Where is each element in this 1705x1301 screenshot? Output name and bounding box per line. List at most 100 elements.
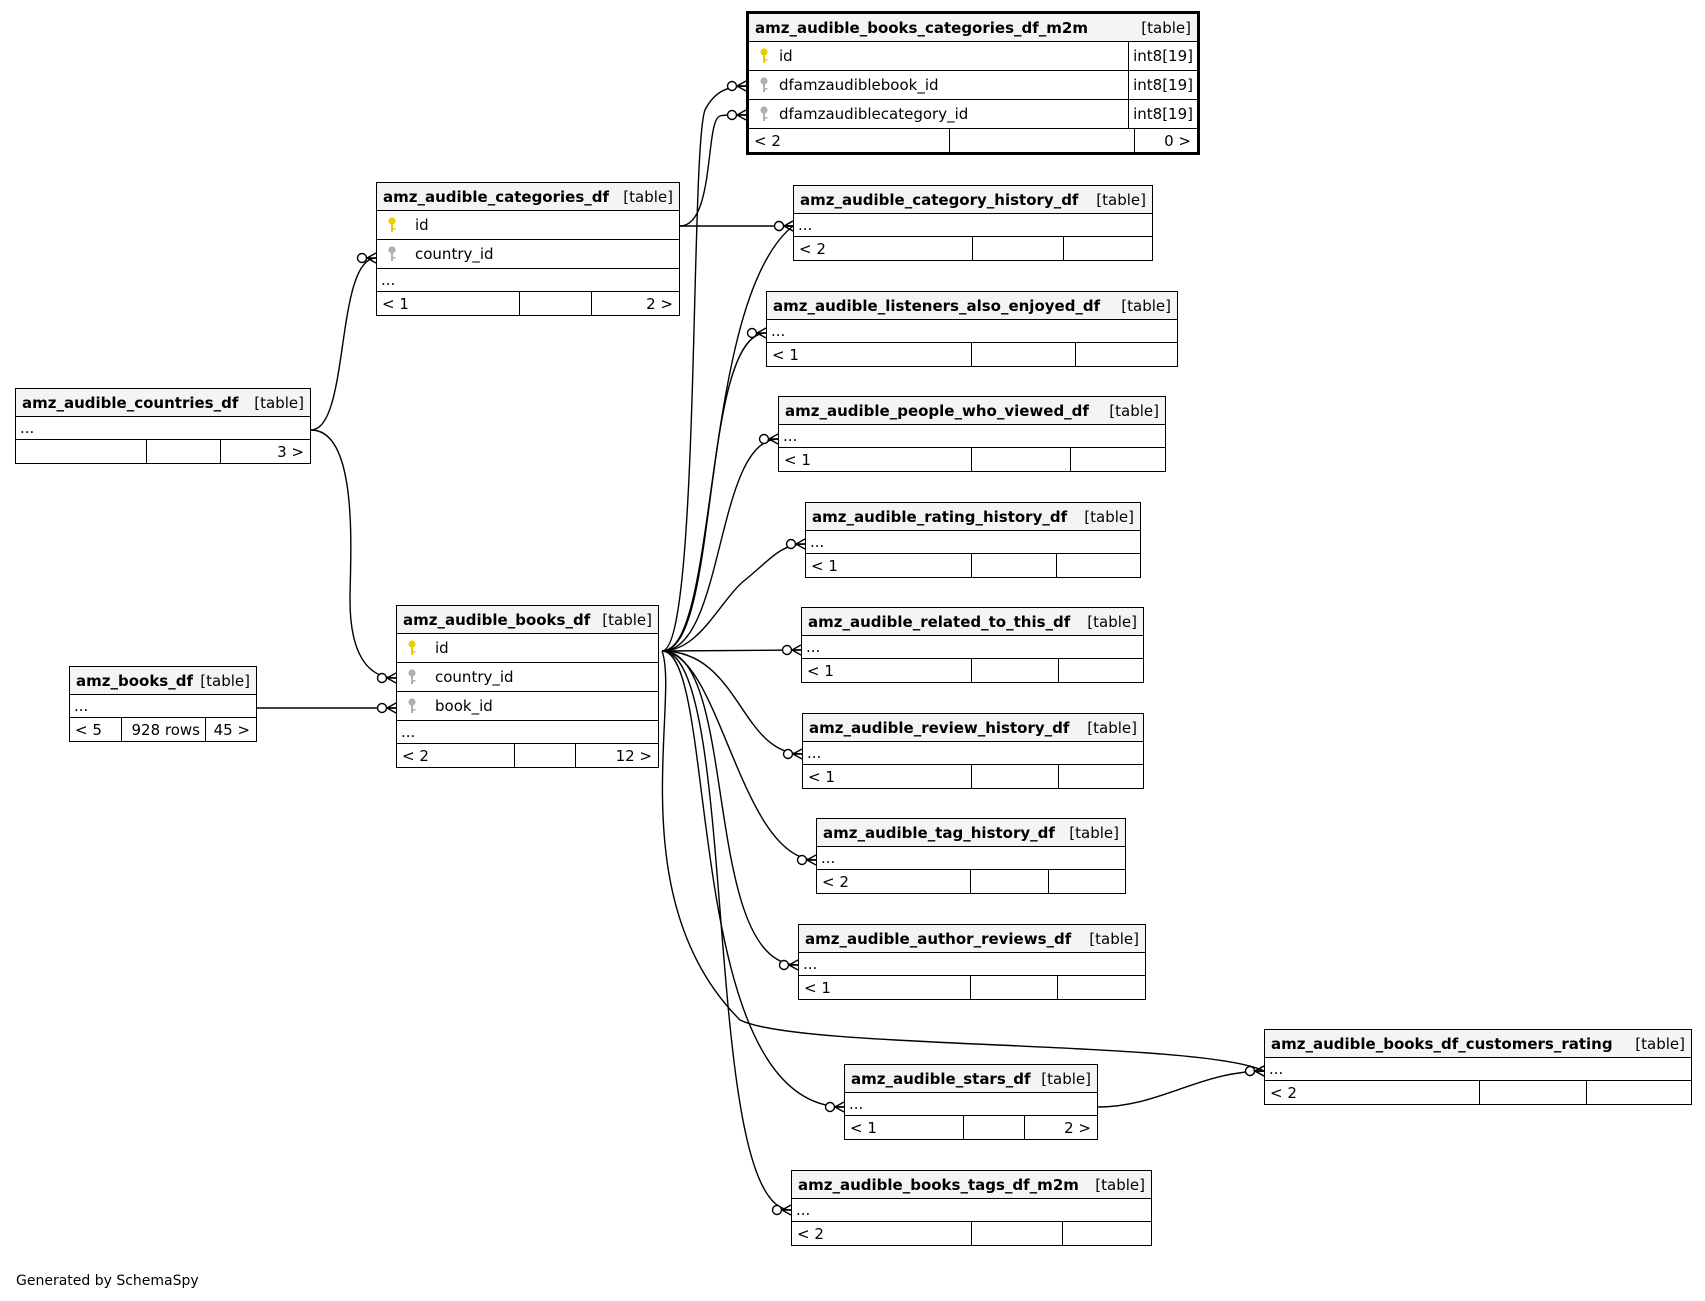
table-custrating[interactable]: amz_audible_books_df_customers_rating[ta… <box>1264 1029 1692 1105</box>
children-count[interactable] <box>1070 448 1164 471</box>
parents-count[interactable]: < 2 <box>754 131 781 150</box>
table-header: amz_audible_books_df_customers_rating[ta… <box>1265 1030 1691 1058</box>
table-tags[interactable]: amz_audible_books_tags_df_m2m[table]...<… <box>791 1170 1152 1246</box>
table-related[interactable]: amz_audible_related_to_this_df[table]...… <box>801 607 1144 683</box>
optional-marker <box>746 327 758 339</box>
children-count[interactable]: 45 > <box>205 718 255 741</box>
table-listeners[interactable]: amz_audible_listeners_also_enjoyed_df[ta… <box>766 291 1178 367</box>
children-count[interactable] <box>1057 976 1144 999</box>
parents-count[interactable]: < 1 <box>772 345 799 364</box>
foreign-key-icon <box>403 668 421 686</box>
table-name: amz_audible_related_to_this_df <box>808 612 1071 631</box>
table-header: amz_audible_countries_df[table] <box>16 389 310 417</box>
row-count[interactable] <box>146 440 220 463</box>
table-footer: < 2 <box>817 870 1125 893</box>
parents-count[interactable]: < 1 <box>382 294 409 313</box>
foreign-key-icon <box>383 245 401 263</box>
table-countries[interactable]: amz_audible_countries_df[table]...3 > <box>15 388 311 464</box>
table-rating[interactable]: amz_audible_rating_history_df[table]...<… <box>805 502 1141 578</box>
parents-count[interactable]: < 2 <box>1270 1083 1297 1102</box>
column-type: int8[19] <box>1128 71 1197 99</box>
optional-marker <box>726 109 738 121</box>
children-count[interactable] <box>1586 1081 1690 1104</box>
column-row[interactable]: book_id <box>397 692 658 721</box>
row-count[interactable] <box>1479 1081 1586 1104</box>
more-columns: ... <box>817 847 1125 870</box>
parents-count[interactable]: < 1 <box>807 661 834 680</box>
children-count[interactable] <box>1058 765 1142 788</box>
row-count[interactable] <box>971 1222 1062 1245</box>
row-count[interactable] <box>971 765 1058 788</box>
children-count[interactable] <box>1075 343 1176 366</box>
row-count[interactable]: 928 rows <box>121 718 205 741</box>
parents-count[interactable]: < 1 <box>808 767 835 786</box>
more-columns: ... <box>779 425 1165 448</box>
edge-books-m2m <box>661 85 747 652</box>
parents-count[interactable]: < 5 <box>75 720 102 739</box>
parents-count[interactable]: < 2 <box>822 872 849 891</box>
children-count[interactable]: 12 > <box>575 744 657 767</box>
children-count[interactable]: 2 > <box>1024 1116 1096 1139</box>
optional-marker <box>785 538 797 550</box>
children-count[interactable] <box>1048 870 1124 893</box>
table-name: amz_audible_books_df_customers_rating <box>1271 1034 1613 1053</box>
column-row[interactable]: country_id <box>377 240 679 269</box>
row-count[interactable] <box>519 292 591 315</box>
row-count[interactable] <box>514 744 575 767</box>
children-count[interactable] <box>1062 1222 1150 1245</box>
edge-books-related <box>661 649 802 652</box>
edge-countries-categories <box>310 257 377 431</box>
row-count[interactable] <box>971 343 1075 366</box>
column-type: int8[19] <box>1128 42 1197 70</box>
row-count[interactable] <box>971 554 1056 577</box>
column-row[interactable]: id <box>377 211 679 240</box>
table-review[interactable]: amz_audible_review_history_df[table]...<… <box>802 713 1144 789</box>
row-count[interactable] <box>949 129 1134 152</box>
parents-count[interactable]: < 1 <box>784 450 811 469</box>
table-author[interactable]: amz_audible_author_reviews_df[table]...<… <box>798 924 1146 1000</box>
children-count[interactable]: 2 > <box>591 292 678 315</box>
parents-count[interactable] <box>16 440 146 463</box>
column-name: dfamzaudiblebook_id <box>779 76 939 94</box>
optional-marker <box>726 80 738 92</box>
table-header: amz_audible_review_history_df[table] <box>803 714 1143 742</box>
optional-marker <box>376 702 388 714</box>
row-count[interactable] <box>970 870 1048 893</box>
row-count[interactable] <box>970 976 1057 999</box>
table-name: amz_audible_rating_history_df <box>812 507 1068 526</box>
parents-count[interactable]: < 2 <box>402 746 429 765</box>
table-footer: < 2 0 > <box>749 129 1197 152</box>
row-count[interactable] <box>971 448 1070 471</box>
children-count[interactable] <box>1058 659 1142 682</box>
children-count[interactable]: 0 > <box>1134 129 1196 152</box>
table-m2m[interactable]: amz_audible_books_categories_df_m2m[tabl… <box>746 11 1200 155</box>
row-count[interactable] <box>963 1116 1024 1139</box>
children-count[interactable] <box>1063 237 1151 260</box>
parents-count[interactable]: < 1 <box>811 556 838 575</box>
column-row[interactable]: dfamzaudiblebook_id int8[19] <box>749 71 1197 100</box>
row-count[interactable] <box>971 659 1058 682</box>
table-tag[interactable]: amz_audible_tag_history_df[table]...< 2 <box>816 818 1126 894</box>
parents-count[interactable]: < 1 <box>850 1118 877 1137</box>
column-type: int8[19] <box>1128 100 1197 128</box>
crows-foot-marker <box>792 748 803 760</box>
parents-count[interactable]: < 2 <box>799 239 826 258</box>
crows-foot-marker <box>386 702 397 714</box>
parents-count[interactable]: < 1 <box>804 978 831 997</box>
children-count[interactable] <box>1056 554 1139 577</box>
column-row[interactable]: country_id <box>397 663 658 692</box>
parents-count[interactable]: < 2 <box>797 1224 824 1243</box>
table-people[interactable]: amz_audible_people_who_viewed_df[table].… <box>778 396 1166 472</box>
table-cathist[interactable]: amz_audible_category_history_df[table]..… <box>793 185 1153 261</box>
column-row[interactable]: id <box>397 634 658 663</box>
row-count[interactable] <box>972 237 1063 260</box>
children-count[interactable]: 3 > <box>220 440 309 463</box>
